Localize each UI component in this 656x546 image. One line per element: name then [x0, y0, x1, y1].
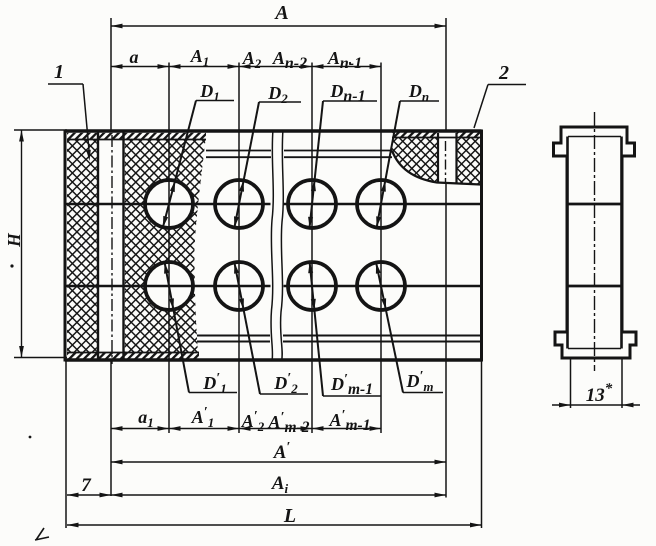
svg-text:D′1: D′1 [202, 371, 226, 396]
svg-text:2: 2 [498, 62, 509, 84]
svg-text:An-1: An-1 [327, 48, 362, 72]
svg-text:Ai: Ai [271, 473, 289, 496]
svg-text:1: 1 [54, 61, 64, 83]
svg-text:H: H [4, 232, 24, 248]
svg-text:A′: A′ [273, 440, 291, 463]
svg-text:L: L [283, 505, 296, 527]
svg-text:7: 7 [81, 475, 92, 496]
svg-text:A: A [273, 2, 288, 24]
svg-text:a: a [130, 47, 139, 67]
